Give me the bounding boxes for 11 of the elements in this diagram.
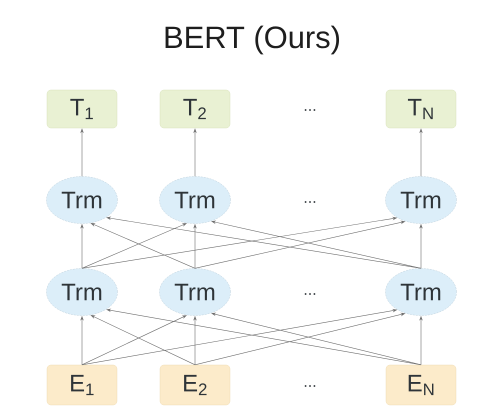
embedding-box: E$_{1}$ — [46, 364, 118, 406]
ellipsis: ... — [304, 201, 316, 203]
output-box: T$_{1}$ — [46, 90, 118, 128]
output-box: T$_{2}$ — [160, 90, 230, 128]
embedding-box: E$_{N}$ — [386, 364, 456, 406]
ellipsis: ... — [304, 385, 316, 387]
output-box: T$_{N}$ — [386, 90, 456, 128]
ellipsis: ... — [304, 109, 316, 111]
ellipsis: ... — [304, 293, 316, 295]
embedding-box: E$_{2}$ — [160, 364, 230, 406]
title: BERT (Ours) — [166, 26, 340, 54]
